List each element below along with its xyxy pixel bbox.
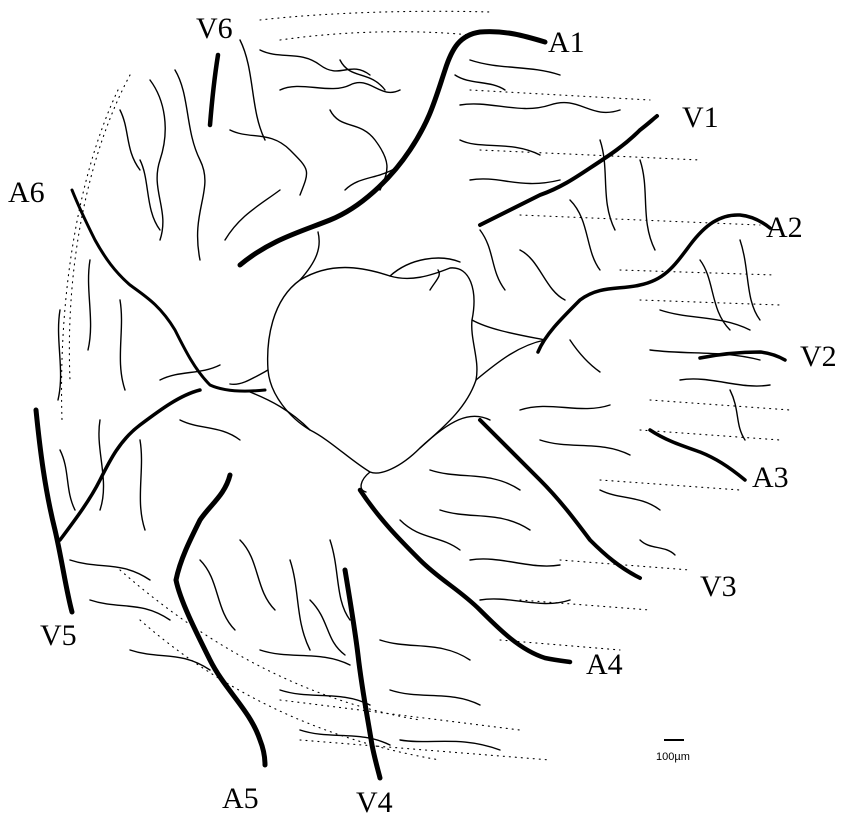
label-a5: A5 <box>222 782 259 815</box>
artery-a6-vessel <box>72 190 265 391</box>
label-a6: A6 <box>8 176 45 209</box>
label-v6: V6 <box>196 12 233 45</box>
scale-bar: 100µm <box>656 740 690 763</box>
artery-a4-vessel <box>360 490 570 662</box>
artery-a3-vessel <box>650 430 745 480</box>
label-v4: V4 <box>356 786 393 816</box>
artery-a5-vessel <box>176 475 265 765</box>
label-v3: V3 <box>700 570 737 603</box>
label-v1: V1 <box>682 101 719 134</box>
scale-bar-label: 100µm <box>656 751 690 763</box>
vein-v5-vessel <box>36 410 72 612</box>
label-a1: A1 <box>548 26 585 59</box>
vein-v5-branch <box>60 390 200 540</box>
vein-v6-vessel <box>210 55 218 125</box>
label-a2: A2 <box>766 211 803 244</box>
label-v2: V2 <box>800 340 837 373</box>
vein-v4-vessel <box>345 570 380 778</box>
vein-vessels <box>36 55 785 778</box>
vein-v1-vessel <box>480 116 657 225</box>
artery-a2-vessel <box>538 215 770 352</box>
label-a3: A3 <box>752 461 789 494</box>
artery-a1-vessel <box>240 32 545 265</box>
label-v5: V5 <box>40 619 77 652</box>
label-a4: A4 <box>586 648 623 681</box>
central-vessel-ring <box>230 232 545 492</box>
